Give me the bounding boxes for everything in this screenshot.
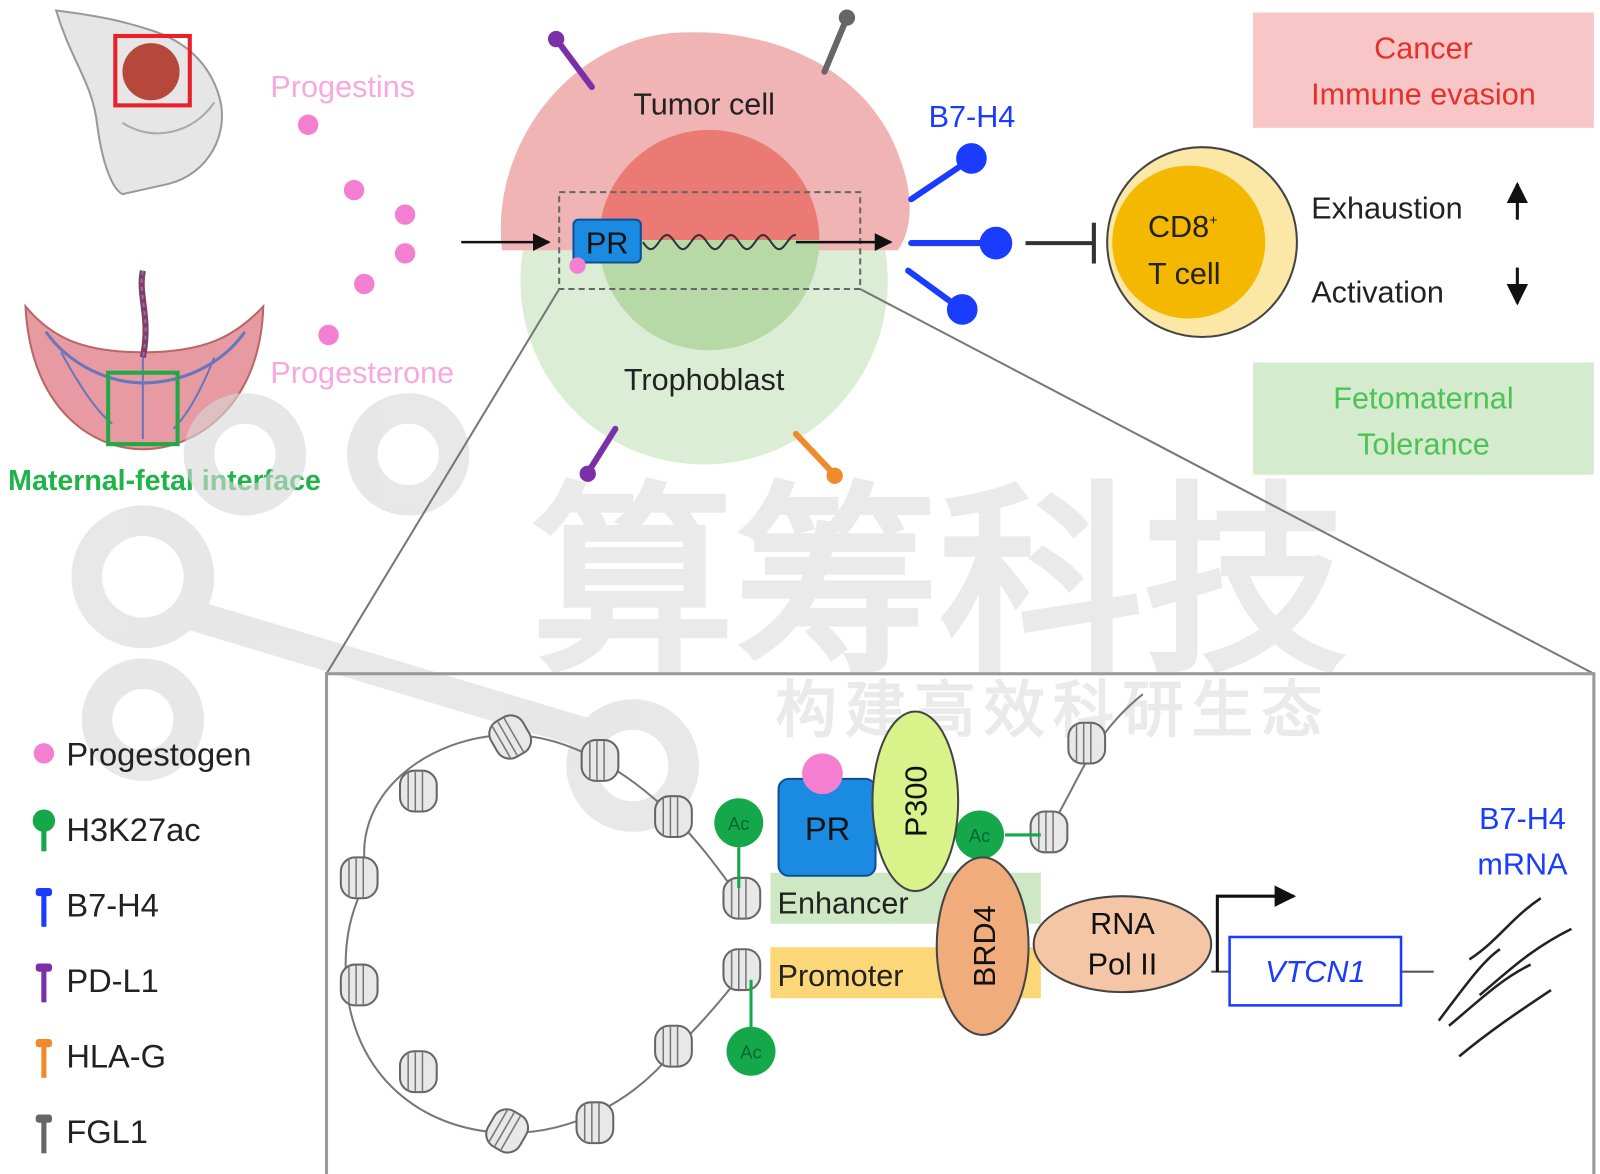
legend-item: PD-L1 bbox=[35, 962, 159, 1003]
cd8-label: CD8+ bbox=[1148, 210, 1218, 244]
t-cell-nucleus bbox=[1112, 165, 1266, 319]
cell bbox=[500, 32, 910, 465]
nucleosome bbox=[398, 769, 438, 813]
progestins-label: Progestins bbox=[270, 70, 415, 104]
legend-item: FGL1 bbox=[35, 1113, 148, 1154]
pol-ii-label: Pol II bbox=[1088, 948, 1158, 982]
tumor-cell-label: Tumor cell bbox=[633, 88, 775, 122]
bound-progestogen bbox=[802, 753, 843, 795]
legend-label: FGL1 bbox=[66, 1113, 148, 1150]
interface-highlight-box bbox=[106, 370, 180, 447]
nucleosome bbox=[485, 1108, 530, 1154]
enhancer-label: Enhancer bbox=[778, 887, 909, 921]
ac-label: Ac bbox=[740, 1041, 761, 1062]
mrna-label-line2: mRNA bbox=[1477, 848, 1568, 882]
promoter-label: Promoter bbox=[778, 959, 904, 993]
activation-label: Activation bbox=[1311, 275, 1444, 309]
bound-progestogen bbox=[569, 257, 586, 274]
dna-strand bbox=[642, 233, 796, 251]
tolerance-line1: Fetomaternal bbox=[1333, 381, 1513, 415]
legend-label: Progestogen bbox=[66, 736, 251, 773]
pr-complex-label: PR bbox=[805, 810, 850, 847]
mrna-label-line1: B7-H4 bbox=[1479, 802, 1566, 836]
p300 bbox=[871, 710, 960, 893]
tolerance-line2: Tolerance bbox=[1357, 427, 1490, 461]
nucleosome bbox=[654, 795, 693, 839]
legend-item: B7-H4 bbox=[35, 887, 159, 927]
ac-label: Ac bbox=[969, 825, 990, 846]
brd4 bbox=[935, 856, 1030, 1036]
nucleosome bbox=[722, 948, 762, 992]
nucleosome bbox=[339, 963, 379, 1007]
receptor-head-icon bbox=[35, 888, 53, 897]
legend-label: PD-L1 bbox=[66, 962, 159, 999]
legend-item: Progestogen bbox=[33, 736, 251, 773]
legend-label: H3K27ac bbox=[66, 811, 200, 848]
b7h4-label: B7-H4 bbox=[929, 100, 1016, 134]
rna-label: RNA bbox=[1090, 907, 1155, 941]
receptor-head-icon bbox=[35, 1039, 53, 1048]
cancer-line2: Immune evasion bbox=[1311, 77, 1536, 111]
watermark-main: 算筹科技 bbox=[531, 469, 1347, 697]
tumor-mass bbox=[122, 43, 180, 101]
progestogen-dots bbox=[297, 114, 416, 346]
receptor-head-icon bbox=[35, 963, 53, 972]
legend-label: HLA-G bbox=[66, 1038, 166, 1075]
legend-item: H3K27ac bbox=[32, 809, 201, 852]
cancer-box bbox=[1253, 12, 1594, 128]
nucleosome bbox=[1029, 810, 1069, 854]
zoom-line-left bbox=[325, 288, 561, 675]
vtcn1-gene bbox=[1228, 935, 1403, 1007]
nucleosome bbox=[580, 739, 620, 782]
vtcn1-label: VTCN1 bbox=[1265, 955, 1365, 989]
brd4-label: BRD4 bbox=[968, 905, 1002, 987]
progesterone-label: Progesterone bbox=[270, 356, 454, 390]
zoom-line-right bbox=[859, 288, 1595, 675]
cancer-line1: Cancer bbox=[1374, 31, 1473, 65]
trophoblast-label: Trophoblast bbox=[624, 363, 785, 397]
tumor-highlight-box bbox=[113, 33, 192, 108]
progestogen-icon bbox=[33, 743, 55, 764]
mrna-strands bbox=[1437, 897, 1572, 1058]
tolerance-box bbox=[1253, 362, 1594, 475]
breast-illustration bbox=[54, 9, 224, 196]
nucleosome bbox=[488, 714, 533, 760]
ac-label: Ac bbox=[728, 813, 749, 834]
pr-label: PR bbox=[586, 226, 629, 260]
legend-label: B7-H4 bbox=[66, 887, 159, 924]
surface-receptors bbox=[547, 9, 1013, 484]
watermark: 算筹科技 构建高效科研生态 bbox=[71, 393, 1347, 832]
nucleosome bbox=[575, 1101, 615, 1145]
nucleosomes bbox=[339, 714, 1107, 1154]
exhaustion-label: Exhaustion bbox=[1311, 192, 1462, 226]
receptor-head-icon bbox=[35, 1114, 53, 1123]
detail-panel bbox=[325, 672, 1596, 1174]
watermark-sub: 构建高效科研生态 bbox=[776, 676, 1331, 744]
legend-item: HLA-G bbox=[35, 1038, 166, 1078]
p300-label: P300 bbox=[900, 766, 934, 837]
nucleosome bbox=[1067, 721, 1107, 765]
nucleosome bbox=[722, 876, 762, 920]
pr-receptor bbox=[572, 218, 642, 264]
h3k27ac-marks bbox=[714, 798, 1041, 1076]
t-cell-label: T cell bbox=[1148, 257, 1221, 291]
nucleosome bbox=[339, 856, 379, 900]
transcription-start-arrow bbox=[1215, 885, 1297, 972]
zoom-region-box bbox=[558, 191, 862, 291]
nucleosome bbox=[654, 1024, 693, 1068]
nucleosome bbox=[398, 1050, 438, 1094]
rna-pol-ii bbox=[1032, 895, 1213, 994]
ac-icon bbox=[32, 809, 56, 832]
